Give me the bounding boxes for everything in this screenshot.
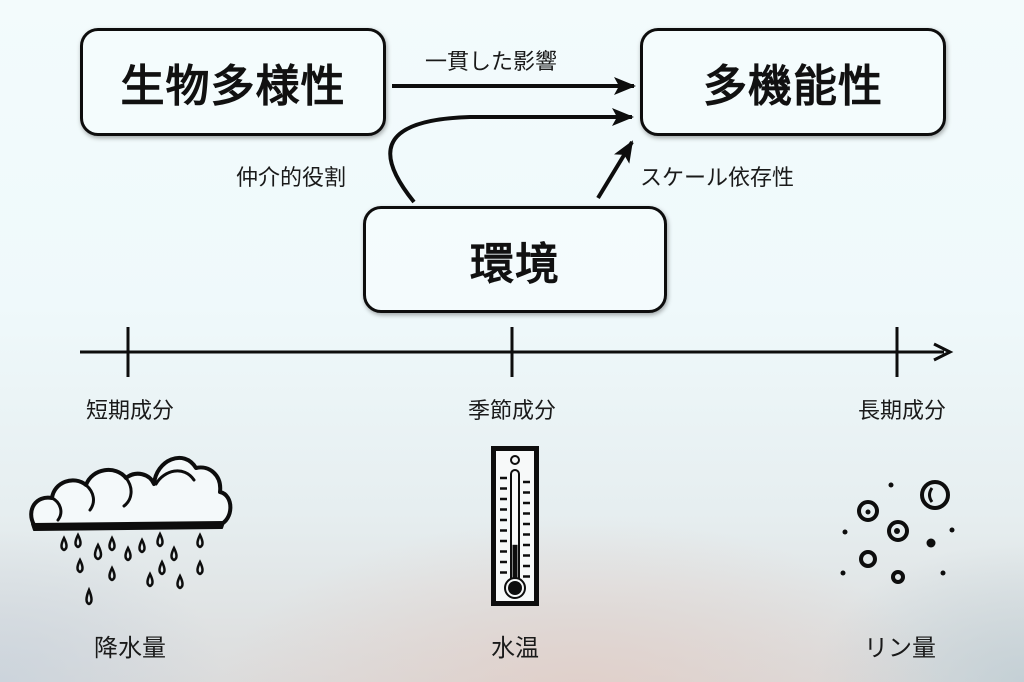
variable-label-phosphorus: リン量 [864,634,936,662]
thermometer-mercury [512,544,518,586]
tick-label-long-term: 長期成分 [857,399,947,424]
rain-cloud-icon [29,455,233,606]
arrow-mediating-role [388,108,634,204]
edge-label-scale-dependency: スケール依存性 [640,166,795,191]
variable-label-water-temperature: 水温 [491,634,539,662]
variable-label-precipitation: 降水量 [94,634,166,662]
node-biodiversity: 生物多様性 [80,28,386,136]
edge-label-mediating-role: 仲介的役割 [236,166,347,191]
node-environment: 環境 [363,206,667,313]
arrow-scale-dependency [596,140,634,200]
timeline-arrowhead [933,342,954,362]
tick-label-short-term: 短期成分 [85,399,175,424]
phosphorus-particles-icon [840,480,955,584]
node-multifunctionality: 多機能性 [640,28,946,136]
thermometer-icon [491,446,539,606]
edge-label-consistent-effect: 一貫した影響 [425,50,558,75]
node-multifunctionality-label: 多機能性 [703,61,883,112]
tick-label-seasonal: 季節成分 [467,399,557,424]
node-environment-label: 環境 [470,238,560,290]
node-biodiversity-label: 生物多様性 [120,61,346,112]
